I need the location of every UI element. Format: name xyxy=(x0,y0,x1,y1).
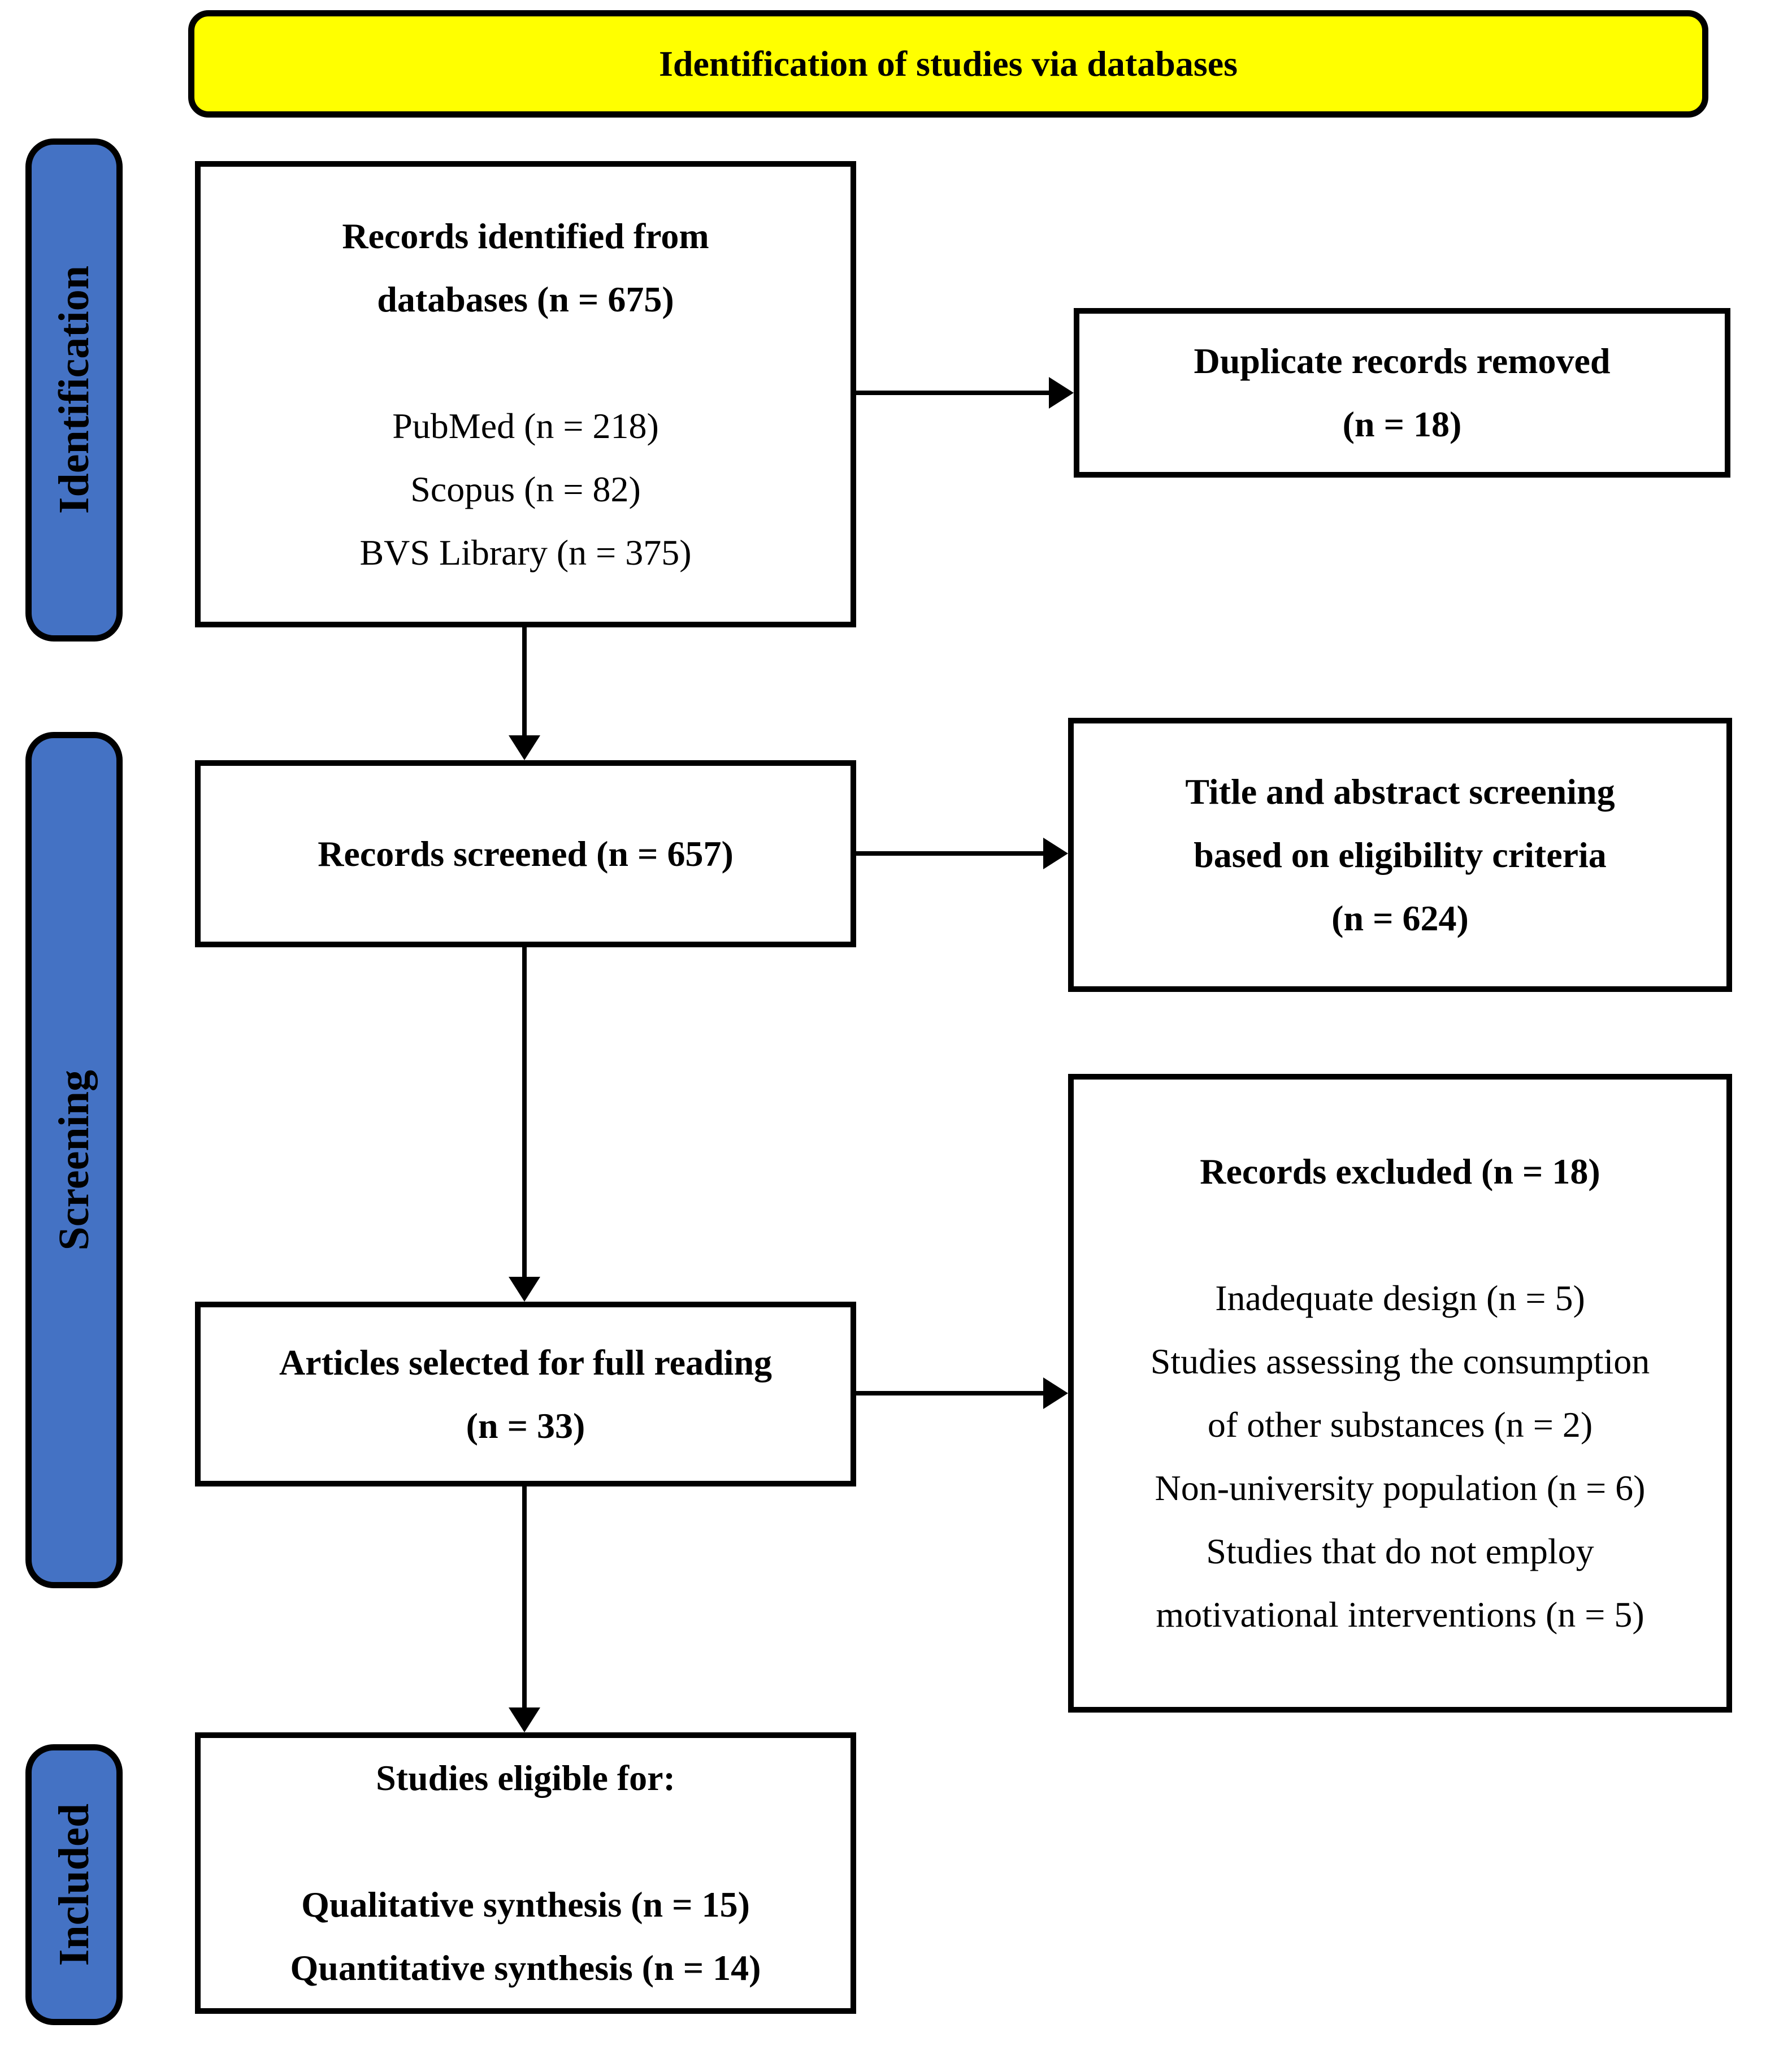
text-line: (n = 18) xyxy=(1342,404,1462,444)
stage-label-included-text: Included xyxy=(50,1803,98,1966)
box-title-abstract-screening: Title and abstract screening based on eli… xyxy=(1068,718,1732,992)
text-line: (n = 33) xyxy=(466,1405,585,1446)
stage-label-screening-text: Screening xyxy=(50,1069,98,1251)
header-banner: Identification of studies via databases xyxy=(188,10,1708,118)
text-line: Duplicate records removed xyxy=(1194,341,1611,381)
stage-label-screening: Screening xyxy=(25,732,123,1588)
arrowhead-right-icon xyxy=(1043,838,1068,869)
text-line: Records screened (n = 657) xyxy=(318,833,734,874)
arrow-line xyxy=(856,851,1044,856)
arrowhead-down-icon xyxy=(509,1707,540,1732)
box-articles-full-reading: Articles selected for full reading (n = 3… xyxy=(195,1302,856,1486)
arrow-line xyxy=(856,1391,1044,1395)
arrowhead-down-icon xyxy=(509,735,540,760)
arrowhead-right-icon xyxy=(1043,1377,1068,1409)
text-line: Studies eligible for: xyxy=(376,1758,675,1798)
box-records-identified: Records identified from databases (n = 67… xyxy=(195,161,856,627)
text-line: databases (n = 675) xyxy=(377,279,674,319)
stage-label-identification: Identification xyxy=(25,138,123,642)
arrow-line xyxy=(856,391,1050,395)
text-line: Records identified from xyxy=(342,215,709,256)
text-line: Title and abstract screening xyxy=(1185,771,1615,812)
arrowhead-down-icon xyxy=(509,1277,540,1302)
text-line: of other substances (n = 2) xyxy=(1207,1405,1593,1445)
arrow-line xyxy=(522,947,527,1279)
stage-label-identification-text: Identification xyxy=(50,266,98,514)
text-line: Studies that do not employ xyxy=(1206,1531,1594,1571)
text-line: Records excluded (n = 18) xyxy=(1200,1151,1600,1191)
box-records-excluded: Records excluded (n = 18) Inadequate desi… xyxy=(1068,1074,1732,1713)
text-line: based on eligibility criteria xyxy=(1194,834,1607,875)
text-line: BVS Library (n = 375) xyxy=(359,532,692,573)
text-line: Quantitative synthesis (n = 14) xyxy=(290,1948,761,1988)
text-line: Articles selected for full reading xyxy=(279,1342,773,1382)
text-line: motivational interventions (n = 5) xyxy=(1156,1594,1645,1635)
text-line: Qualitative synthesis (n = 15) xyxy=(301,1884,750,1925)
stage-label-included: Included xyxy=(25,1744,123,2025)
arrowhead-right-icon xyxy=(1049,377,1074,409)
text-line: Inadequate design (n = 5) xyxy=(1215,1278,1585,1318)
diagram-title: Identification of studies via databases xyxy=(658,44,1238,84)
box-records-screened: Records screened (n = 657) xyxy=(195,760,856,947)
text-line: (n = 624) xyxy=(1331,898,1469,938)
arrow-line xyxy=(522,1486,527,1710)
text-line: Non-university population (n = 6) xyxy=(1155,1468,1646,1508)
text-line: Studies assessing the consumption xyxy=(1150,1341,1650,1381)
box-studies-eligible: Studies eligible for: Qualitative synthes… xyxy=(195,1732,856,2014)
text-line: PubMed (n = 218) xyxy=(392,405,659,446)
arrow-line xyxy=(522,627,527,738)
text-line: Scopus (n = 82) xyxy=(410,469,641,509)
box-duplicate-records-removed: Duplicate records removed (n = 18) xyxy=(1074,308,1730,478)
